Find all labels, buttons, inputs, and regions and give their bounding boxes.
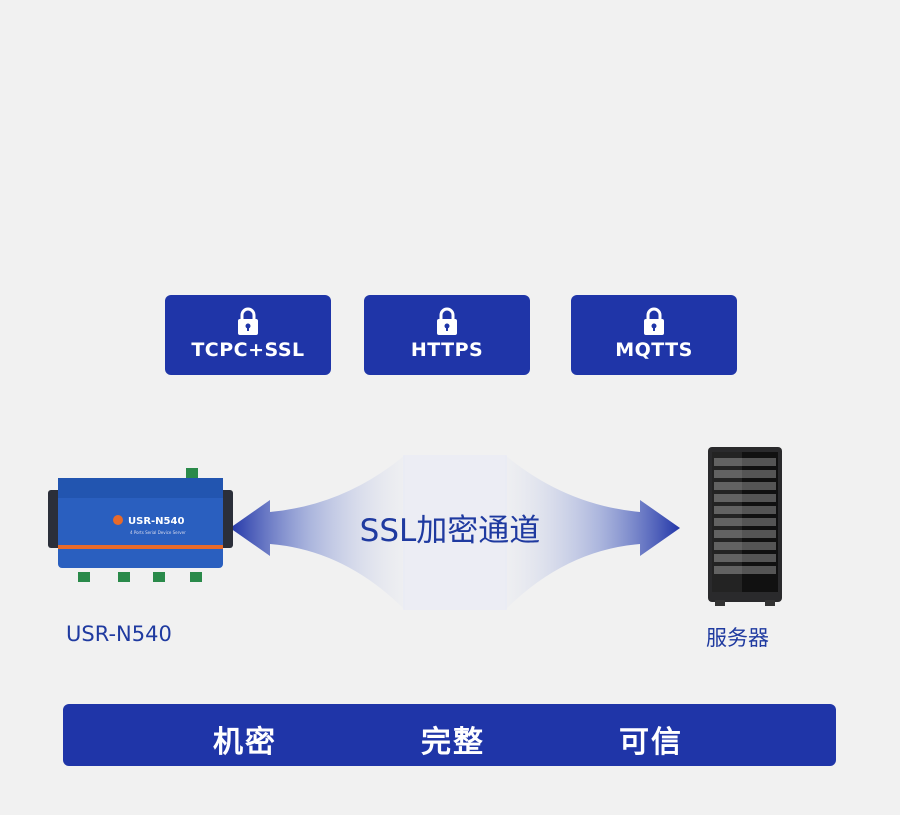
- lock-icon: [644, 307, 664, 335]
- protocol-label: TCPC+SSL: [191, 339, 305, 361]
- ssl-tunnel-arrow: [230, 455, 680, 610]
- left-arrow: [230, 455, 405, 610]
- serial-port-4: [190, 572, 202, 582]
- server-rack-icon: [708, 447, 782, 606]
- feature-integrity: 完整: [421, 725, 485, 760]
- device-logo-mark: [113, 515, 123, 525]
- serial-port-2: [118, 572, 130, 582]
- device-illustration: USR-N540 4 Ports Serial Device Server: [48, 468, 233, 582]
- terminal-block: [186, 468, 198, 478]
- lock-icon: [238, 307, 258, 335]
- serial-port-3: [153, 572, 165, 582]
- protocol-label: HTTPS: [410, 339, 484, 361]
- feature-confidentiality: 机密: [213, 725, 277, 760]
- device-panel-logo: USR-N540: [128, 516, 184, 527]
- server-label: 服务器: [706, 626, 769, 650]
- device-panel-subtitle: 4 Ports Serial Device Server: [130, 530, 186, 535]
- right-arrow: [505, 455, 680, 610]
- feature-bar: 机密 完整 可信: [63, 704, 836, 766]
- device-stripe: [58, 545, 223, 549]
- device-label: USR-N540: [66, 622, 172, 646]
- protocol-label: MQTTS: [615, 339, 693, 361]
- protocol-box-https: HTTPS: [364, 295, 530, 375]
- protocol-box-mqtts: MQTTS: [571, 295, 737, 375]
- tunnel-label: SSL加密通道: [359, 513, 541, 549]
- feature-trust: 可信: [619, 725, 683, 760]
- protocol-box-tcpc-ssl: TCPC+SSL: [165, 295, 331, 375]
- serial-port-1: [78, 572, 90, 582]
- lock-icon: [437, 307, 457, 335]
